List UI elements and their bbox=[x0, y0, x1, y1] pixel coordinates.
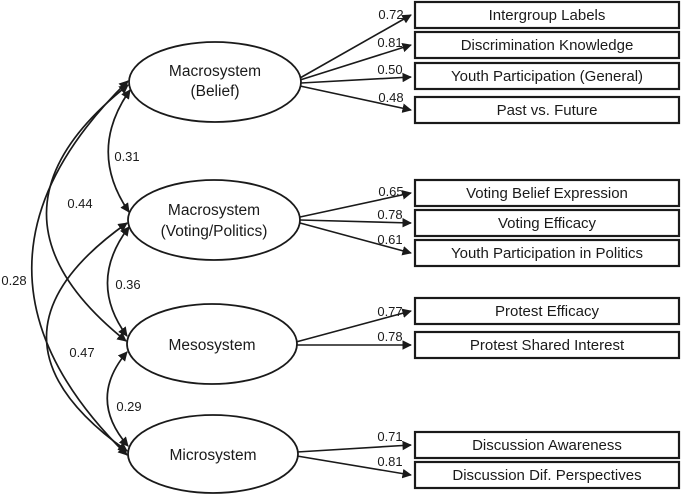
loading-label-discussion-awareness: 0.71 bbox=[377, 429, 402, 444]
covariance-labels: 0.31 0.44 0.28 0.36 0.47 0.29 bbox=[1, 149, 141, 414]
indicator-label-protest-shared-interest: Protest Shared Interest bbox=[470, 337, 625, 354]
indicator-box-discussion-awareness bbox=[413, 430, 681, 460]
loading-label-protest-shared-interest: 0.78 bbox=[377, 329, 402, 344]
loading-arrow-past-vs-future bbox=[299, 85, 412, 113]
latent-ellipse-mesosystem bbox=[126, 303, 298, 385]
loading-label-protest-efficacy: 0.77 bbox=[377, 304, 402, 319]
indicator-label-protest-efficacy: Protest Efficacy bbox=[495, 303, 599, 320]
loading-arrow-intergroup-labels bbox=[299, 14, 412, 79]
loading-labels: 0.72 0.81 0.50 0.48 0.65 0.78 0.61 0.77 … bbox=[377, 7, 403, 469]
indicator-box-discrimination-knowledge bbox=[413, 30, 681, 60]
loading-arrow-voting-belief-expression bbox=[299, 190, 412, 218]
covariance-label-voting-microsystem: 0.47 bbox=[69, 345, 94, 360]
indicator-label-intergroup-labels: Intergroup Labels bbox=[489, 7, 606, 24]
loading-label-voting-belief-expression: 0.65 bbox=[378, 184, 403, 199]
covariance-label-belief-microsystem: 0.28 bbox=[1, 273, 26, 288]
covariance-label-belief-mesosystem: 0.44 bbox=[67, 196, 92, 211]
loading-label-youth-participation-politics: 0.61 bbox=[377, 232, 402, 247]
indicator-box-intergroup-labels bbox=[413, 0, 681, 30]
indicator-box-protest-efficacy bbox=[413, 296, 681, 326]
latent-label-mesosystem: Mesosystem bbox=[169, 337, 256, 354]
loading-arrow-discrimination-knowledge bbox=[299, 43, 412, 81]
covariance-label-belief-voting: 0.31 bbox=[114, 149, 139, 164]
covariance-label-mesosystem-microsystem: 0.29 bbox=[116, 399, 141, 414]
indicator-label-youth-participation-politics: Youth Participation in Politics bbox=[451, 245, 643, 262]
loading-arrow-youth-participation-general bbox=[300, 72, 412, 84]
loading-arrows bbox=[295, 14, 412, 479]
loading-arrow-voting-efficacy bbox=[299, 218, 412, 228]
indicator-label-voting-efficacy: Voting Efficacy bbox=[498, 215, 597, 232]
latent-ellipse-macrosystem-voting-politics bbox=[127, 179, 301, 261]
loading-arrow-discussion-awareness bbox=[296, 440, 412, 453]
loading-label-discrimination-knowledge: 0.81 bbox=[377, 35, 402, 50]
latent-label-macrosystem-belief-line2: (Belief) bbox=[190, 83, 239, 100]
indicator-box-youth-participation-general bbox=[413, 61, 681, 91]
indicator-label-discrimination-knowledge: Discrimination Knowledge bbox=[461, 37, 634, 54]
latent-ellipse-macrosystem-belief bbox=[128, 41, 302, 123]
indicator-box-voting-efficacy bbox=[413, 208, 681, 238]
indicator-box-discussion-dif-perspectives bbox=[413, 460, 681, 490]
indicator-box-past-vs-future bbox=[413, 95, 681, 125]
indicator-label-youth-participation-general: Youth Participation (General) bbox=[451, 68, 643, 85]
loading-label-voting-efficacy: 0.78 bbox=[377, 207, 402, 222]
covariance-label-voting-mesosystem: 0.36 bbox=[115, 277, 140, 292]
loading-arrow-protest-efficacy bbox=[295, 308, 412, 343]
indicator-box-voting-belief-expression bbox=[413, 178, 681, 208]
indicator-label-voting-belief-expression: Voting Belief Expression bbox=[466, 185, 628, 202]
latent-label-macrosystem-voting-line2: (Voting/Politics) bbox=[161, 223, 268, 240]
loading-label-intergroup-labels: 0.72 bbox=[378, 7, 403, 22]
latent-label-microsystem: Microsystem bbox=[170, 447, 257, 464]
covariance-arrows bbox=[30, 80, 131, 456]
latent-label-macrosystem-voting-line1: Macrosystem bbox=[168, 202, 260, 219]
indicator-label-past-vs-future: Past vs. Future bbox=[497, 102, 598, 119]
loading-label-youth-participation-general: 0.50 bbox=[377, 62, 402, 77]
loading-arrow-discussion-dif-perspectives bbox=[296, 455, 412, 479]
indicator-box-youth-participation-politics bbox=[413, 238, 681, 268]
covariance-arrow-belief-microsystem bbox=[30, 80, 129, 456]
loading-label-past-vs-future: 0.48 bbox=[378, 90, 403, 105]
latent-factors: Macrosystem (Belief) Macrosystem (Voting… bbox=[126, 41, 302, 494]
loading-label-discussion-dif-perspectives: 0.81 bbox=[377, 454, 402, 469]
indicator-boxes: Intergroup Labels Discrimination Knowled… bbox=[413, 0, 681, 490]
loading-arrow-youth-participation-politics bbox=[299, 222, 412, 256]
covariance-arrow-voting-microsystem bbox=[45, 222, 128, 452]
latent-ellipse-microsystem bbox=[127, 414, 299, 494]
covariance-arrow-belief-mesosystem bbox=[45, 84, 129, 342]
indicator-label-discussion-dif-perspectives: Discussion Dif. Perspectives bbox=[452, 467, 641, 484]
latent-label-macrosystem-belief-line1: Macrosystem bbox=[169, 63, 261, 80]
indicator-box-protest-shared-interest bbox=[413, 330, 681, 360]
indicator-label-discussion-awareness: Discussion Awareness bbox=[472, 437, 622, 454]
